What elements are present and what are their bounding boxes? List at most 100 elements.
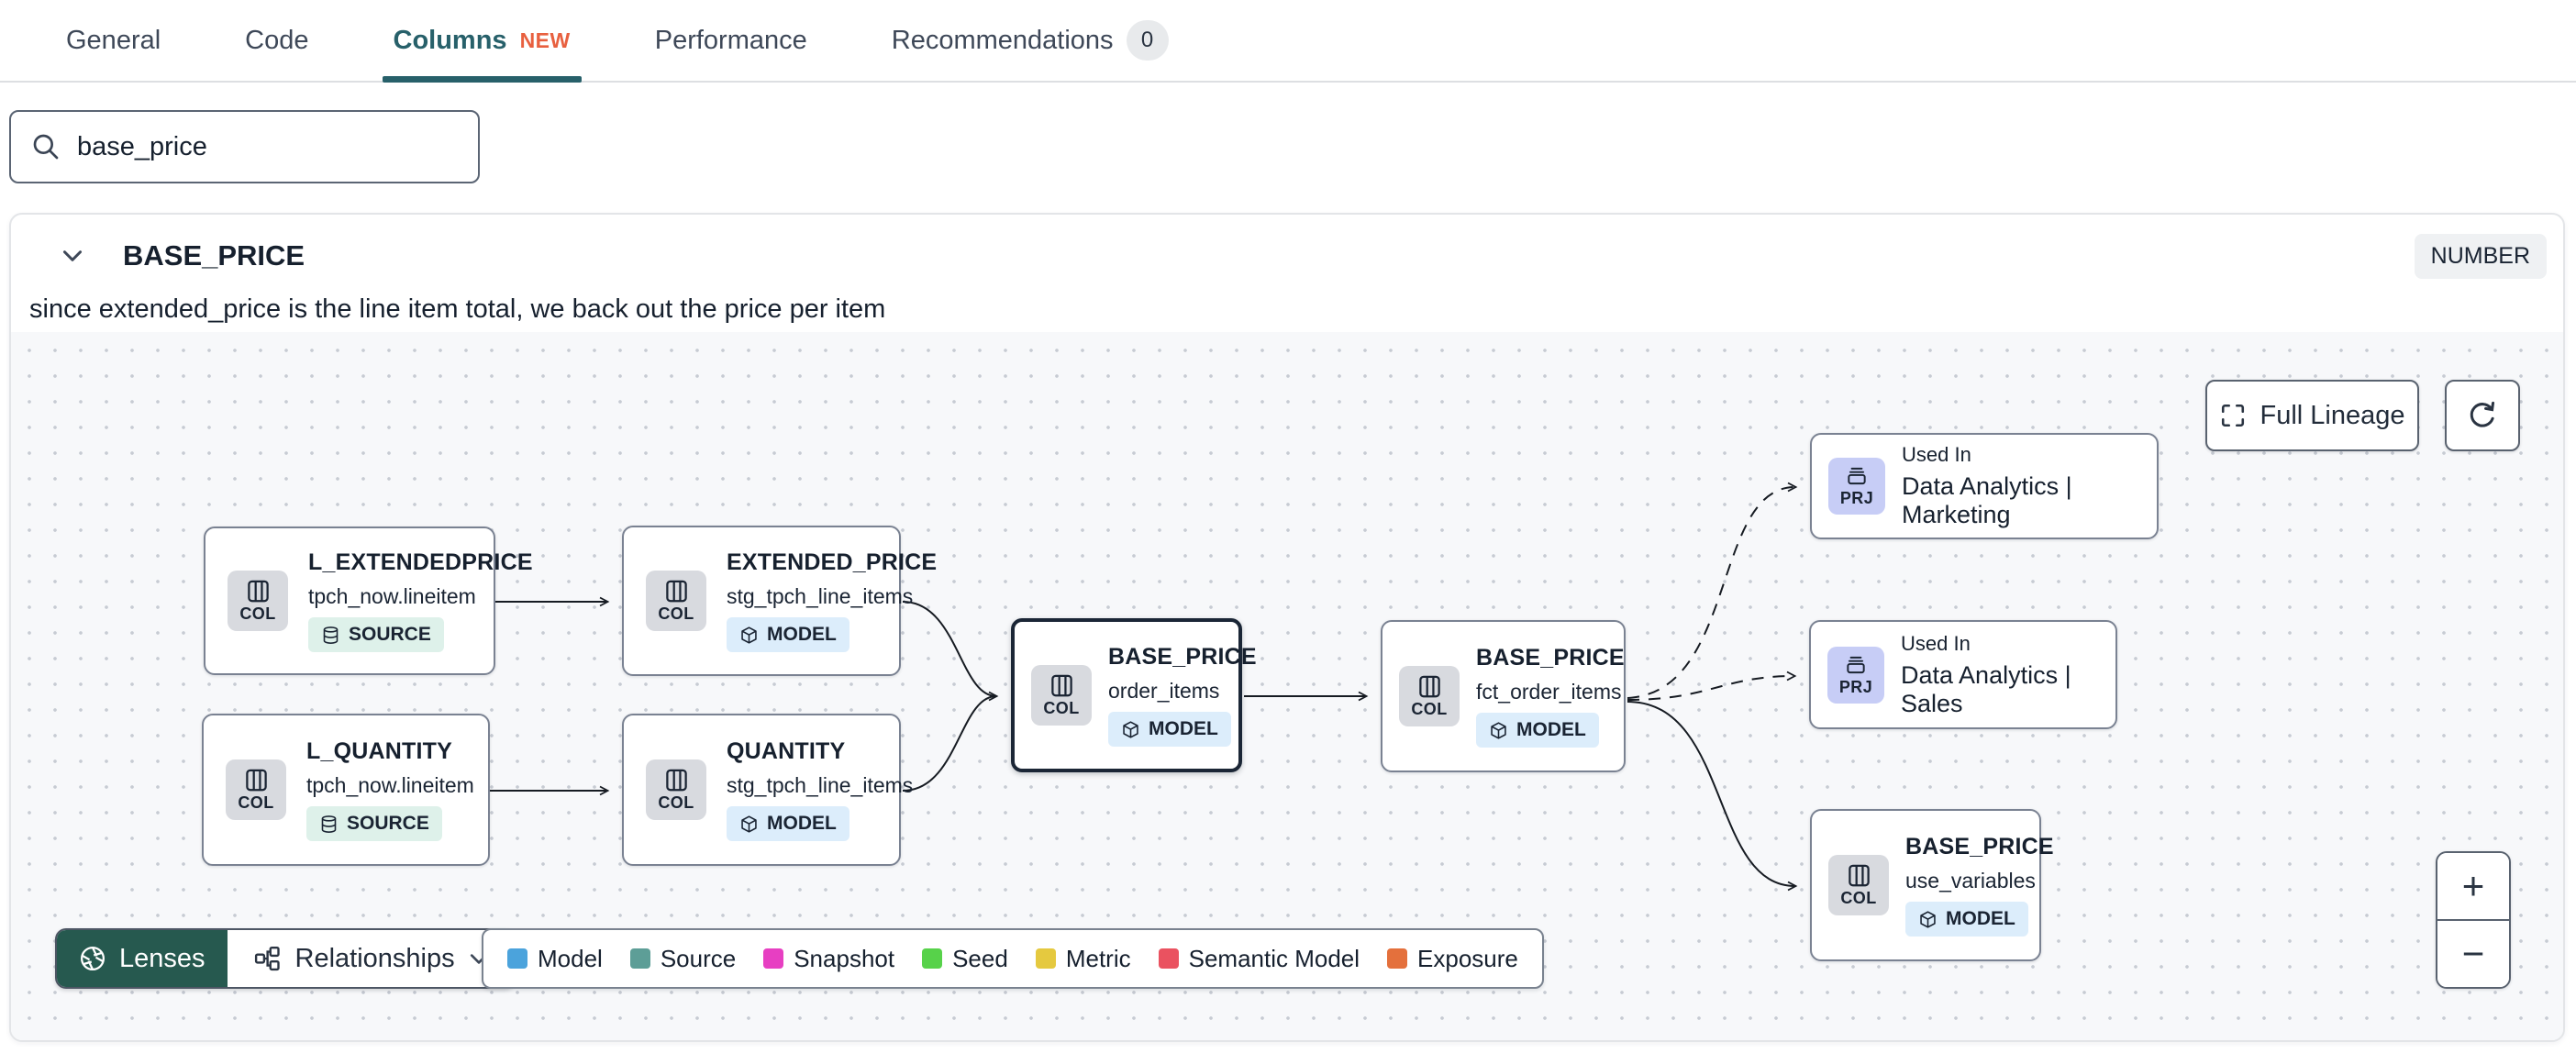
lenses-control: Lenses Relationships [55,928,516,989]
zoom-in-button[interactable]: + [2437,853,2509,919]
cube-icon [1489,721,1508,740]
legend-item: Source [629,945,736,973]
node-title: L_QUANTITY [306,738,452,764]
archive-icon [1845,464,1869,488]
node-subtitle: use_variables [1905,869,2036,892]
tab-label: Performance [654,25,807,55]
legend-swatch [763,948,784,969]
badge-label: MODEL [767,624,837,645]
lineage-node-quantity[interactable]: COL QUANTITY stg_tpch_line_items MODEL [622,714,913,866]
refresh-button[interactable] [2445,380,2520,451]
tab-label: Code [245,25,309,55]
refresh-icon [2467,400,2498,431]
legend-item: Exposure [1387,945,1518,973]
columns-icon [244,768,269,793]
node-body: EXTENDED_PRICE stg_tpch_line_items MODEL [727,549,937,652]
lineage-node-base-price-fct-order-items[interactable]: COL BASE_PRICE fct_order_items MODEL [1381,620,1626,772]
legend-swatch [1158,948,1179,969]
tab-label: General [66,25,161,55]
node-title: L_EXTENDEDPRICE [308,549,533,575]
node-kind-label: COL [1043,698,1080,717]
resource-type-badge: MODEL [727,806,849,841]
relationships-dropdown[interactable]: Relationships [227,930,514,987]
lineage-node-l-extendedprice[interactable]: COL L_EXTENDEDPRICE tpch_now.lineitem SO… [204,526,533,675]
node-subtitle: tpch_now.lineitem [308,584,476,608]
node-kind-label: PRJ [1839,489,1874,507]
tab-columns[interactable]: Columns NEW [382,0,582,83]
legend-swatch [629,948,650,969]
node-subtitle: stg_tpch_line_items [727,584,914,608]
badge-label: SOURCE [349,624,431,645]
node-body: L_QUANTITY tpch_now.lineitem SOURCE [306,738,474,841]
lineage-node-base-price-order-items[interactable]: COL BASE_PRICE order_items MODEL [1011,618,1257,772]
legend-label: Model [538,944,603,972]
node-body: BASE_PRICE order_items MODEL [1108,644,1257,747]
node-kind-label: COL [238,793,274,812]
columns-icon [1847,863,1871,888]
legend-item: Model [507,945,603,973]
node-title: QUANTITY [727,738,846,764]
node-subtitle: fct_order_items [1476,680,1622,704]
column-type-badge: NUMBER [2414,233,2547,279]
legend-swatch [922,948,943,969]
column-search [9,110,480,183]
lenses-button[interactable]: Lenses [57,930,228,987]
node-kind-label: COL [239,604,276,623]
badge-label: SOURCE [347,813,429,834]
relationships-label: Relationships [294,943,455,973]
column-icon: COL [646,571,706,631]
node-body: Used In Data Analytics | Sales [1901,632,2115,718]
relationships-icon [253,945,281,972]
lineage-node-extended-price[interactable]: COL EXTENDED_PRICE stg_tpch_line_items M… [622,526,937,676]
tab-general[interactable]: General [66,0,161,81]
legend-label: Exposure [1417,944,1518,972]
zoom-out-button[interactable]: − [2437,919,2509,987]
columns-icon [1417,674,1442,699]
column-icon: COL [1031,665,1092,726]
legend-item: Metric [1035,944,1131,973]
legend-label: Semantic Model [1188,944,1360,972]
tab-label: Recommendations [891,25,1114,55]
aperture-icon [79,945,106,972]
legend-item: Semantic Model [1158,944,1360,973]
database-icon [321,626,340,645]
search-input[interactable] [77,131,458,162]
tab-label: Columns [393,25,507,55]
legend-label: Seed [952,944,1008,972]
legend-item: Snapshot [763,945,894,973]
resource-type-badge: MODEL [1476,713,1599,748]
cube-icon [739,626,759,645]
node-kind-label: COL [658,604,694,623]
lineage-node-used-in-marketing[interactable]: PRJ Used In Data Analytics | Marketing [1810,433,2159,539]
tab-performance[interactable]: Performance [655,0,807,81]
node-body: Used In Data Analytics | Marketing [1902,443,2157,529]
cube-icon [1918,910,1938,929]
badge-label: MODEL [767,813,837,834]
legend-label: Metric [1065,944,1131,972]
resource-type-badge: SOURCE [308,617,444,652]
project-icon: PRJ [1827,646,1884,704]
column-icon: COL [1399,666,1460,726]
lineage-edges [490,482,1798,892]
lineage-node-base-price-use-variables[interactable]: COL BASE_PRICE use_variables MODEL [1810,809,2054,961]
node-kind-label: COL [658,793,694,812]
tab-recommendations[interactable]: Recommendations 0 [892,0,1169,81]
lineage-node-l-quantity[interactable]: COL L_QUANTITY tpch_now.lineitem SOURCE [202,714,490,866]
node-title: BASE_PRICE [1905,834,2054,859]
tab-code[interactable]: Code [245,0,308,81]
columns-icon [246,579,271,604]
columns-icon [664,768,689,793]
node-body: L_EXTENDEDPRICE tpch_now.lineitem SOURCE [308,549,533,652]
chevron-down-icon[interactable] [62,249,83,262]
full-lineage-button[interactable]: Full Lineage [2205,380,2419,451]
badge-label: MODEL [1516,719,1586,740]
lineage-node-used-in-sales[interactable]: PRJ Used In Data Analytics | Sales [1809,620,2117,729]
lineage-canvas[interactable]: COL L_EXTENDEDPRICE tpch_now.lineitem SO… [11,332,2563,1040]
node-subtitle: Data Analytics | Marketing [1902,472,2072,528]
badge-label: MODEL [1149,718,1218,739]
cube-icon [1121,720,1140,739]
badge-label: MODEL [1946,908,2015,929]
column-name: BASE_PRICE [123,239,305,272]
node-title: BASE_PRICE [1108,644,1257,670]
